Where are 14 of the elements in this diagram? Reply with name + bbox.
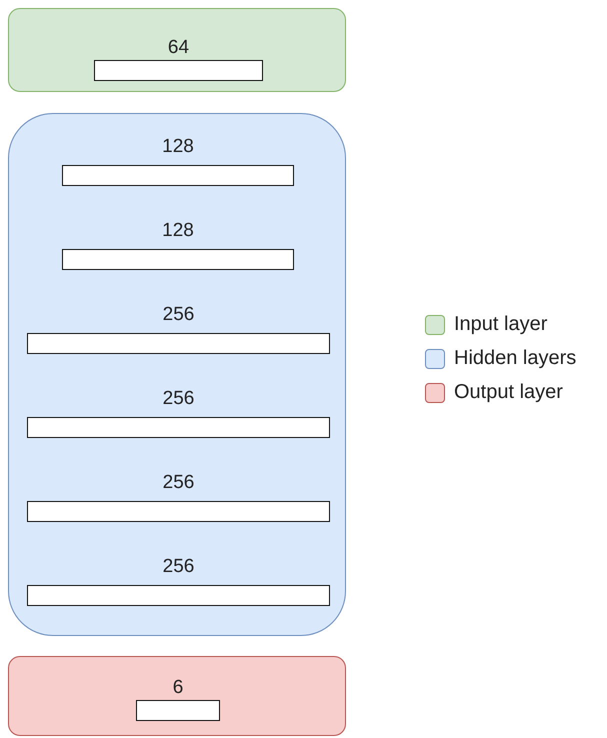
layer-panel <box>8 656 346 736</box>
neuron-count: 128 <box>161 136 195 158</box>
layer-panel <box>8 113 346 636</box>
neuron-count: 256 <box>162 304 196 326</box>
neuron-count: 256 <box>162 388 196 410</box>
neuron-count: 6 <box>172 677 184 699</box>
neuron-count: 128 <box>161 220 195 242</box>
neuron-count: 256 <box>162 556 196 578</box>
legend-label: Hidden layers <box>454 347 576 370</box>
neuron-count: 256 <box>162 472 196 494</box>
legend-label: Input layer <box>454 313 548 336</box>
layer-panel <box>8 8 346 92</box>
legend-label: Output layer <box>454 381 563 404</box>
neuron-count: 64 <box>166 37 190 59</box>
